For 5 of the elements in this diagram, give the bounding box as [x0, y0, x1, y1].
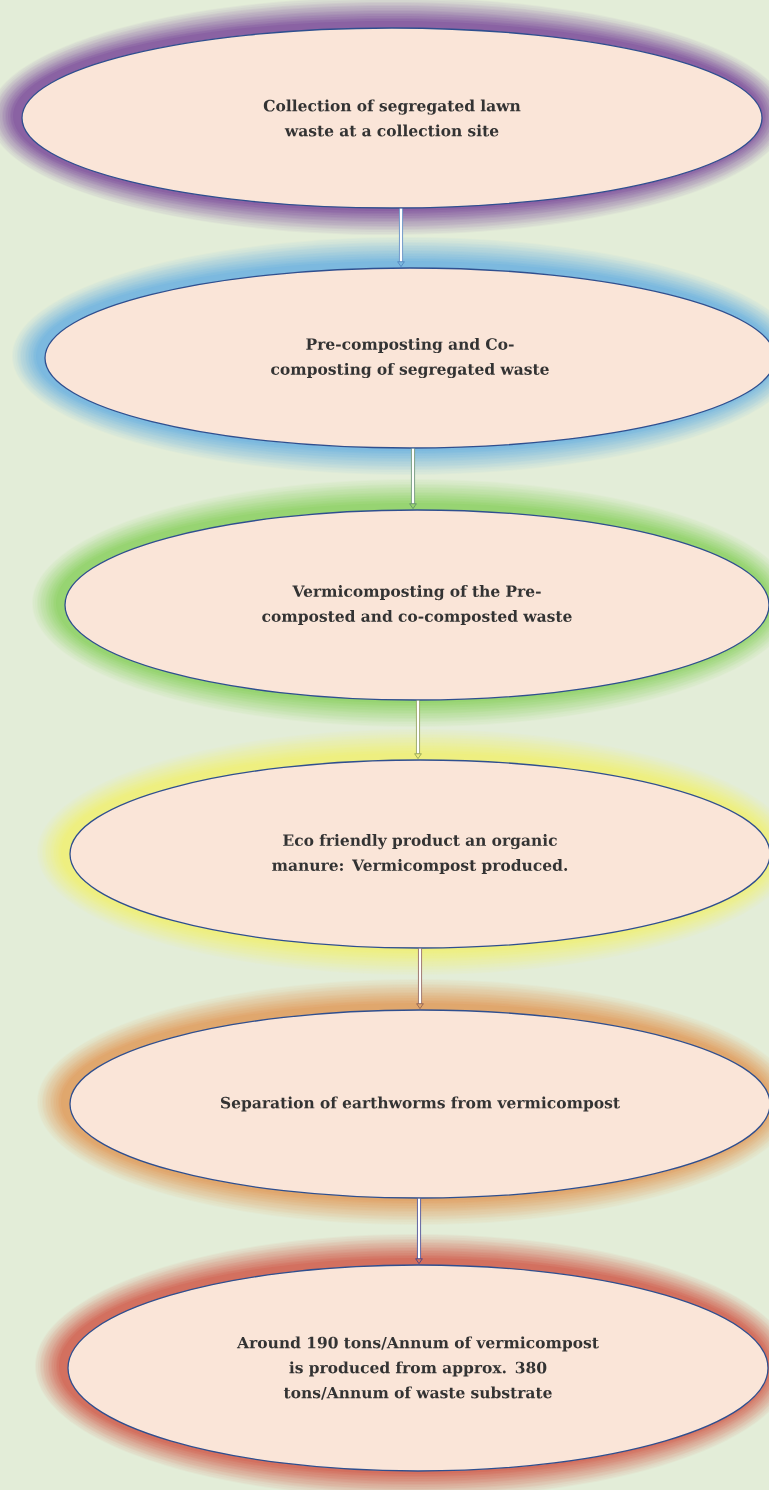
arrow [414, 700, 422, 760]
arrow [397, 208, 405, 268]
arrow [415, 1198, 423, 1265]
arrow [416, 948, 424, 1010]
arrow [409, 448, 417, 510]
